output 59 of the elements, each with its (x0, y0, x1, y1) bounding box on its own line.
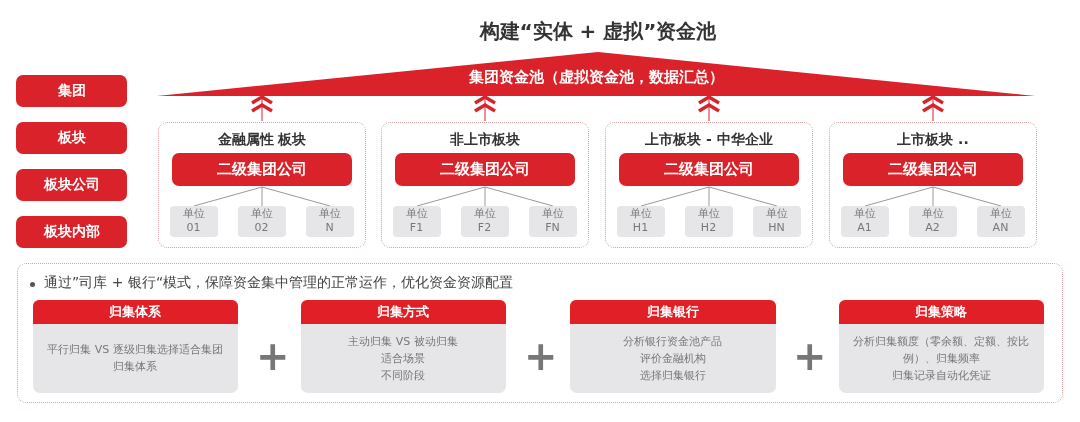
card-text: 平行归集 VS 逐级归集选择适合集团归集体系 (46, 342, 224, 375)
connector-line (864, 186, 934, 207)
plus-sign: + (524, 336, 558, 376)
unit-box: 单位 A2 (908, 205, 957, 237)
level-box: 板块 (16, 122, 127, 154)
level-box: 板块公司 (16, 169, 127, 201)
card-header: 归集方式 (300, 299, 506, 324)
company-box: 二级集团公司 (171, 152, 352, 186)
plus-sign: + (256, 336, 290, 376)
connector-line (932, 186, 1002, 207)
card-text: 选择归集银行 (639, 367, 706, 384)
panel-heading: 非上市板块 (449, 131, 521, 149)
unit-box: 单位 N (305, 205, 354, 237)
company-box: 二级集团公司 (842, 152, 1023, 186)
company-box: 二级集团公司 (618, 152, 799, 186)
card-text: 分析银行资金池产品 (623, 333, 722, 350)
connector-line (484, 186, 554, 207)
panel-heading: 金融属性 板块 (216, 131, 308, 149)
panel-heading: 上市板块 .. (896, 131, 970, 149)
unit-box: 单位 02 (237, 205, 286, 237)
level-box: 板块内部 (16, 216, 127, 248)
panel-heading: 通过”司库 + 银行“模式，保障资金集中管理的正常运作，优化资金资源配置 (44, 274, 514, 292)
card-text: 适合场景 (381, 350, 425, 367)
connector-line (932, 186, 934, 207)
unit-box: 单位 HN (752, 205, 801, 237)
unit-box: 单位 F1 (392, 205, 441, 237)
unit-box: 单位 AN (976, 205, 1025, 237)
level-box: 集团 (16, 75, 127, 107)
card-header: 归集银行 (569, 299, 776, 324)
card-text: 评价金融机构 (639, 350, 706, 367)
card-header: 归集体系 (32, 299, 238, 324)
connector-line (261, 186, 263, 207)
info-card (32, 299, 238, 393)
card-text: 不同阶段 (381, 367, 425, 384)
card-text: 归集记录自动化凭证 (891, 367, 991, 384)
unit-box: 单位 FN (528, 205, 577, 237)
connector-line (708, 186, 778, 207)
company-box: 二级集团公司 (394, 152, 575, 186)
unit-box: 单位 H1 (616, 205, 665, 237)
unit-box: 单位 H2 (684, 205, 733, 237)
unit-box: 单位 01 (169, 205, 218, 237)
info-card (838, 299, 1044, 393)
plus-sign: + (793, 336, 827, 376)
connector-line (708, 186, 710, 207)
banner-text: 集团资金池（虚拟资金池，数据汇总） (467, 68, 725, 87)
info-card (300, 299, 506, 393)
card-text: 主动归集 VS 被动归集 (348, 333, 458, 350)
panel-heading: 上市板块 - 中华企业 (644, 131, 774, 149)
info-card (569, 299, 776, 393)
card-text: 分析归集额度（零余额、定额、按比例）、归集频率 (852, 333, 1030, 367)
connector-line (193, 186, 263, 207)
unit-box: 单位 A1 (840, 205, 889, 237)
connector-line (484, 186, 486, 207)
unit-box: 单位 F2 (460, 205, 509, 237)
connector-line (416, 186, 486, 207)
connector-line (640, 186, 710, 207)
title: 构建“实体 + 虚拟”资金池 (478, 18, 718, 45)
connector-line (261, 186, 331, 207)
card-header: 归集策略 (838, 299, 1044, 324)
